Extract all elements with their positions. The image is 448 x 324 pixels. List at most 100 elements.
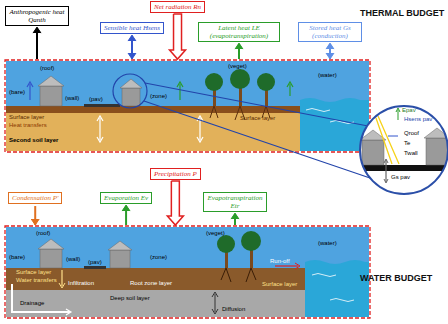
scene-shape [205, 69, 275, 120]
water-scene [5, 226, 370, 318]
scene-shape [6, 106, 306, 113]
scene-shape [66, 309, 71, 315]
flux-label: Latent heat LE (evapotranspiration) [202, 24, 276, 40]
section-title: THERMAL BUDGET [360, 9, 444, 19]
part-label: Water transfers [16, 277, 57, 284]
radiation-arrow [170, 14, 186, 59]
scene-shape [38, 239, 132, 268]
scene-shape [59, 283, 65, 288]
flux-box: Net radiation Rn [150, 1, 205, 13]
scene-shape [61, 270, 62, 286]
scene-shape [295, 263, 300, 269]
scene-shape [426, 138, 448, 165]
flux-arrow [170, 14, 186, 59]
scene-shape [199, 118, 200, 140]
magnifier [113, 74, 370, 178]
part-label: (pav) [89, 96, 103, 103]
part-label: Deep soil layer [110, 295, 150, 302]
scene-shape [38, 76, 142, 106]
scene-shape [312, 274, 354, 302]
scene-shape [179, 84, 180, 100]
arrow-head [122, 205, 130, 211]
flux-box: Evapotranspiration Etr [203, 192, 267, 212]
scene-shape [275, 265, 298, 266]
flux-box: Condensation P' [8, 192, 62, 204]
scene-shape [120, 79, 142, 88]
scene-shape [287, 82, 293, 87]
scene-shape [360, 106, 448, 194]
scene-shape [113, 74, 147, 108]
part-label: (bare) [9, 254, 25, 261]
section-title: WATER BUDGET [360, 274, 432, 284]
arrow-head [326, 53, 334, 59]
arrow-head [128, 35, 136, 41]
arrow-head [33, 27, 41, 33]
thermal-scene [5, 60, 370, 152]
part-label: Twall [404, 150, 418, 157]
part-label: Te [404, 140, 410, 147]
arrow-head [326, 43, 334, 49]
radiation-arrow [167, 181, 183, 225]
scene-shape [84, 104, 120, 107]
flux-arrow [33, 27, 41, 59]
scene-shape [27, 82, 33, 87]
flux-arrow [31, 206, 39, 225]
scene-shape [250, 248, 253, 268]
scene-shape [27, 82, 293, 142]
scene-shape [38, 239, 64, 249]
flux-arrow [326, 43, 334, 59]
part-label: (zone) [150, 93, 167, 100]
scene-shape [385, 160, 386, 182]
scene-shape [360, 128, 448, 165]
part-label: (wall) [66, 256, 80, 263]
flux-label: Evaporation Ev [104, 194, 148, 202]
scene-shape [360, 165, 448, 171]
scene-shape [384, 159, 388, 183]
flux-box: Evaporation Ev [100, 192, 152, 204]
part-label: (water) [318, 72, 337, 79]
scene-shape [376, 116, 399, 164]
scene-shape [99, 118, 100, 140]
flux-label: Stored heat Gs (conduction) [302, 24, 358, 40]
arrow-head [31, 219, 39, 225]
part-label: Qroof [404, 130, 419, 137]
scene-shape [110, 250, 130, 268]
part-label: Surface layer [9, 114, 44, 121]
flux-label: Sensible heat Hsens [104, 24, 160, 32]
flux-arrow [231, 213, 239, 225]
flux-label: Condensation P' [12, 194, 58, 202]
flux-label: Anthropogenic heat Qanth [9, 8, 65, 24]
part-label: Root zone layer [130, 280, 172, 287]
scene-shape [360, 106, 448, 194]
part-label: (veget) [206, 230, 225, 237]
scene-shape [221, 268, 256, 282]
scene-shape [239, 86, 242, 106]
scene-shape [38, 76, 64, 86]
zoom-detail [360, 106, 448, 194]
flux-arrow [235, 43, 243, 59]
part-label: Heat transfers [9, 122, 47, 129]
part-label: (veget) [228, 63, 247, 70]
part-label: (water) [318, 240, 337, 247]
scene-shape [40, 86, 62, 106]
scene-shape [217, 235, 235, 253]
part-label: Surface layer [262, 281, 297, 288]
scene-shape [84, 266, 106, 269]
flux-box: Anthropogenic heat Qanth [5, 6, 69, 26]
part-label: Diffusion [222, 306, 245, 313]
scene-shape [398, 110, 399, 120]
scene-shape [177, 82, 183, 87]
part-label: (roof) [40, 65, 54, 72]
part-label: (zone) [150, 254, 167, 261]
scene-shape [212, 292, 218, 314]
arrow-head [231, 213, 239, 219]
flux-box: Sensible heat Hsens [100, 22, 164, 34]
scene-shape [97, 116, 103, 142]
scene-shape [108, 241, 132, 250]
part-label: Surface layer [240, 115, 275, 122]
scene-shape [241, 231, 261, 251]
part-label: Second soil layer [9, 137, 58, 144]
scene-shape [144, 101, 370, 178]
scene-shape [29, 84, 30, 100]
